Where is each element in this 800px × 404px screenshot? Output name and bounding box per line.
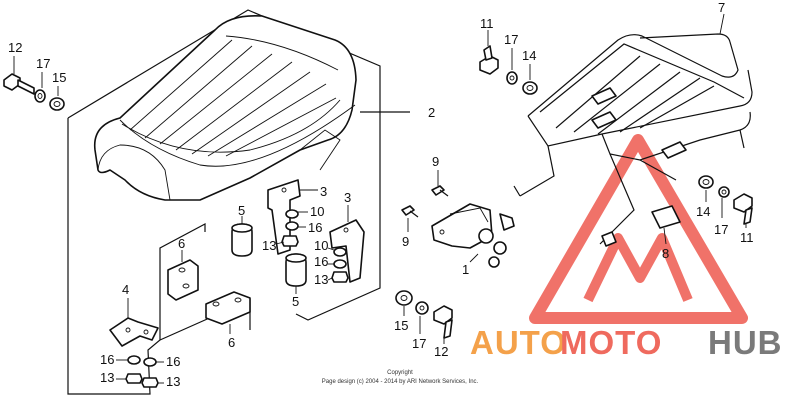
callout-6-b: 6: [228, 335, 235, 350]
callout-3-b: 3: [344, 190, 351, 205]
callout-16-d: 16: [166, 354, 180, 369]
callout-16-c: 16: [100, 352, 114, 367]
callout-11-top: 11: [480, 16, 494, 31]
bolt-12-top-left: [3, 73, 35, 95]
washer-17-top-right: [506, 71, 518, 85]
damper-5-a: [231, 223, 253, 257]
callout-5-a: 5: [238, 203, 245, 218]
collar-6-b: [205, 291, 251, 325]
hinge-bracket-3-a: [267, 179, 301, 255]
washer-17-right: [718, 186, 730, 198]
callout-16-a: 16: [308, 220, 322, 235]
nut-13-c: [125, 373, 143, 384]
callout-8: 8: [662, 246, 669, 261]
washer-15-bottom: [395, 290, 413, 306]
nut-13-b: [331, 271, 349, 283]
seat-ribs: [121, 35, 341, 157]
callout-3-a: 3: [320, 184, 327, 199]
collar-6-a: [167, 259, 199, 301]
washer-17-bottom: [415, 301, 429, 315]
watermark-triangle-logo: [529, 134, 748, 324]
callout-9-b: 9: [402, 234, 409, 249]
callout-14-right: 14: [696, 204, 710, 219]
callout-7: 7: [718, 0, 725, 15]
stay-4: [109, 317, 159, 347]
callout-13-b: 13: [314, 272, 328, 287]
washer-16-a: [285, 221, 299, 231]
callout-14-top: 14: [522, 48, 536, 63]
callout-17-top-right: 17: [504, 32, 518, 47]
screw-9-b: [401, 205, 419, 218]
washer-17-top-left: [34, 89, 46, 103]
callout-17-right: 17: [714, 222, 728, 237]
callout-9-a: 9: [432, 154, 439, 169]
washer-10-a: [285, 209, 299, 219]
damper-5-b: [285, 253, 307, 287]
seat-lock-1: [431, 203, 515, 268]
washer-16-d: [143, 357, 157, 367]
watermark-moto: MOTO: [560, 324, 662, 361]
callout-5-b: 5: [292, 294, 299, 309]
callout-16-b: 16: [314, 254, 328, 269]
watermark-wordmark: AUTO MOTO HUB: [470, 324, 783, 361]
callout-6-a: 6: [178, 236, 185, 251]
bolt-11-top: [479, 45, 499, 75]
watermark-hub: HUB: [708, 324, 783, 361]
watermark-auto: AUTO: [470, 324, 567, 361]
nut-13-a: [281, 235, 299, 247]
copyright-notice: Page design (c) 2004 - 2014 by ARI Netwo…: [322, 379, 479, 385]
washer-16-b: [333, 259, 347, 269]
bracket-8: [651, 205, 681, 229]
callout-2: 2: [428, 105, 435, 120]
callout-1: 1: [462, 262, 469, 277]
callout-17-top-left: 17: [36, 56, 50, 71]
bolt-12-bottom: [433, 305, 453, 339]
callout-11-right: 11: [740, 230, 754, 245]
washer-14-right: [698, 175, 714, 189]
callout-13-d: 13: [166, 374, 180, 389]
seat: [93, 14, 357, 201]
nut-13-d: [141, 377, 159, 388]
callout-10-b: 10: [314, 238, 328, 253]
callout-17-bottom: 17: [412, 336, 426, 351]
callout-10-a: 10: [310, 204, 324, 219]
callout-13-a: 13: [262, 238, 276, 253]
callout-15-top-left: 15: [52, 70, 66, 85]
bolt-11-right: [733, 193, 753, 225]
callout-12-bottom: 12: [434, 344, 448, 359]
callout-4: 4: [122, 282, 129, 297]
callout-13-c: 13: [100, 370, 114, 385]
callout-12-top-left: 12: [8, 40, 22, 55]
washer-14-top: [522, 81, 538, 95]
callout-15-bottom: 15: [394, 318, 408, 333]
washer-16-c: [127, 355, 141, 365]
washer-10-b: [333, 247, 347, 257]
copyright-title: Copyright: [387, 370, 413, 376]
rear-carrier-7: [513, 33, 753, 247]
screw-9-a: [431, 185, 449, 197]
hinge-bracket-3-b: [329, 219, 365, 283]
washer-15-top-left: [49, 97, 65, 111]
